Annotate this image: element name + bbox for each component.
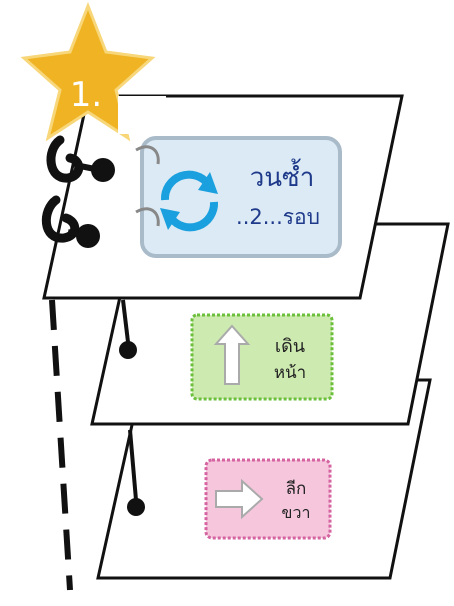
card-clip-bottom xyxy=(135,207,160,227)
walk-forward-card-line2: หน้า xyxy=(274,363,306,383)
binding-ring-bottom xyxy=(41,195,100,248)
arrow-right-icon xyxy=(215,478,264,520)
turn-right-card-line2: ขวา xyxy=(282,503,311,522)
sheet-2-dot xyxy=(119,341,137,359)
turn-right-card[interactable] xyxy=(204,458,332,540)
badge-number-label: 1. xyxy=(70,75,102,115)
sheet-2-connector-line xyxy=(121,299,130,343)
sheet-3-connector-line xyxy=(128,429,138,501)
card-clip-top xyxy=(135,145,160,165)
sheet-3: ลีก ขวา xyxy=(96,378,432,580)
star-icon xyxy=(20,1,156,142)
sheet-3-card[interactable]: ลีก ขวา xyxy=(204,458,332,540)
repeat-card[interactable] xyxy=(140,136,342,258)
sheet-3-dot xyxy=(127,498,145,516)
loop-dashed-line xyxy=(49,299,73,591)
binding-ring-top xyxy=(46,135,115,183)
repeat-card-line2: ..2...รอบ xyxy=(236,205,320,229)
walk-forward-card[interactable] xyxy=(190,313,334,401)
sheet-1-card[interactable]: วนซ้ำ ..2...รอบ xyxy=(135,136,342,258)
badge-label-plate xyxy=(118,96,166,134)
arrow-up-icon xyxy=(213,324,251,385)
sheet-1: วนซ้ำ ..2...รอบ xyxy=(41,94,404,300)
turn-right-card-line1: ลีก xyxy=(286,479,307,499)
walk-forward-card-line1: เดิน xyxy=(275,336,305,357)
repeat-card-line1: วนซ้ำ xyxy=(250,158,315,193)
repeat-cycle-icon xyxy=(160,170,219,232)
step-badge: 1. xyxy=(20,1,166,142)
sheet-2-card[interactable]: เดิน หน้า xyxy=(190,313,334,401)
